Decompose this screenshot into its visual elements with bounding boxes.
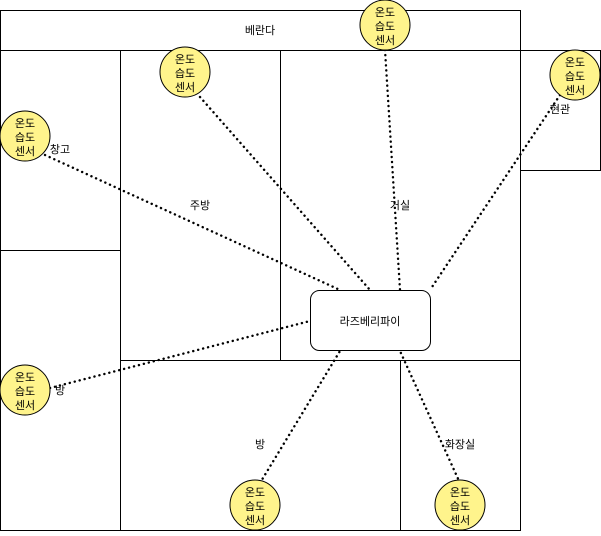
- label-veranda: 베란다: [245, 24, 275, 37]
- link-kitchen: [198, 95, 372, 292]
- label-entrance: 현관: [550, 103, 570, 116]
- label-room-left: 방: [55, 384, 65, 397]
- sensor-circle: [0, 110, 51, 162]
- sensor-line2: 습도: [450, 500, 470, 513]
- sensor-room-bottom: 온도 습도 센서: [229, 479, 281, 531]
- sensor-line2: 습도: [375, 20, 395, 33]
- link-room-left: [48, 319, 312, 390]
- sensor-circle: [434, 479, 486, 531]
- sensor-line3: 센서: [450, 514, 470, 527]
- label-living: 거실: [390, 199, 410, 212]
- sensor-circle: [549, 49, 601, 101]
- link-room-bottom: [258, 349, 342, 485]
- sensor-line3: 센서: [175, 81, 195, 94]
- sensor-bathroom: 온도 습도 센서: [434, 479, 486, 531]
- connections: [43, 48, 562, 485]
- sensor-line1: 온도: [565, 56, 585, 69]
- sensor-line1: 온도: [175, 53, 195, 66]
- sensor-entrance: 온도 습도 센서: [549, 49, 601, 101]
- sensor-circle: [229, 479, 281, 531]
- hub-box: [310, 290, 431, 351]
- sensor-line3: 센서: [15, 145, 35, 158]
- link-veranda: [383, 48, 402, 292]
- sensor-line1: 온도: [450, 486, 470, 499]
- sensor-kitchen: 온도 습도 센서: [159, 46, 211, 98]
- sensor-veranda: 온도 습도 센서: [359, 0, 411, 51]
- sensor-line1: 온도: [15, 117, 35, 130]
- sensor-circle: [159, 46, 211, 98]
- sensor-line2: 습도: [175, 67, 195, 80]
- sensor-line2: 습도: [565, 70, 585, 83]
- label-kitchen: 주방: [190, 199, 210, 212]
- sensor-circle: [359, 0, 411, 51]
- room-kitchen: [120, 50, 281, 361]
- sensor-line3: 센서: [15, 399, 35, 412]
- sensor-line3: 센서: [245, 514, 265, 527]
- label-room-bottom: 방: [255, 438, 265, 451]
- sensor-line3: 센서: [375, 34, 395, 47]
- hub-label: 라즈베리파이: [340, 315, 401, 328]
- sensor-line1: 온도: [245, 486, 265, 499]
- sensor-line2: 습도: [15, 131, 35, 144]
- link-storage: [43, 153, 342, 292]
- link-bathroom: [398, 349, 462, 485]
- label-storage: 창고: [50, 143, 70, 156]
- sensor-room-left: 온도 습도 센서: [0, 364, 51, 416]
- sensor-line2: 습도: [15, 385, 35, 398]
- label-bathroom: 화장실: [445, 438, 475, 451]
- sensor-line3: 센서: [565, 84, 585, 97]
- rooms: [0, 10, 601, 531]
- hub-raspberry-pi: 라즈베리파이: [310, 290, 431, 351]
- sensor-line1: 온도: [15, 371, 35, 384]
- sensor-line2: 습도: [245, 500, 265, 513]
- sensor-line1: 온도: [375, 6, 395, 19]
- sensor-storage: 온도 습도 센서: [0, 110, 51, 162]
- room-veranda: [0, 10, 521, 51]
- link-entrance: [428, 93, 562, 292]
- sensor-circle: [0, 364, 51, 416]
